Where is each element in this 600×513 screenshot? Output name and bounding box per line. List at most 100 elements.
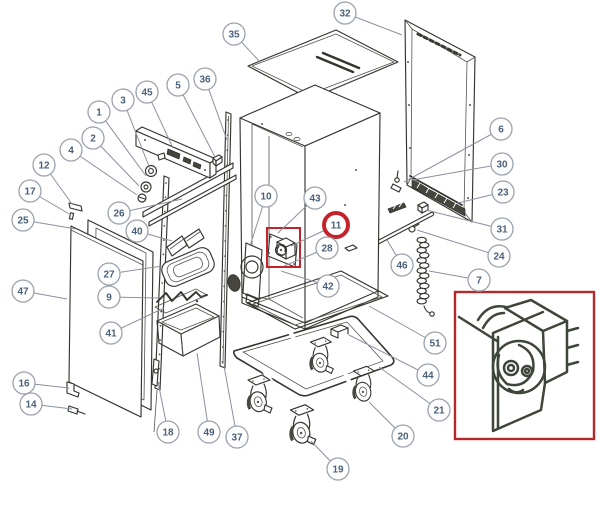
svg-text:45: 45 — [141, 88, 153, 99]
svg-text:12: 12 — [38, 161, 50, 172]
svg-text:1: 1 — [96, 108, 102, 119]
svg-text:28: 28 — [321, 244, 333, 255]
callout-46: 46 — [390, 253, 414, 277]
callout-18: 18 — [156, 420, 180, 444]
part-caster-left — [246, 373, 273, 415]
svg-text:11: 11 — [331, 221, 342, 232]
callout-43: 43 — [303, 186, 327, 210]
svg-text:9: 9 — [106, 293, 112, 304]
svg-text:18: 18 — [162, 428, 174, 439]
part-drawer-pan — [156, 303, 221, 357]
svg-text:3: 3 — [120, 96, 126, 107]
callout-47: 47 — [11, 279, 35, 303]
callout-4: 4 — [59, 138, 83, 162]
part-knob-2 — [140, 181, 152, 193]
svg-text:25: 25 — [17, 216, 29, 227]
svg-text:32: 32 — [339, 9, 351, 20]
callout-25: 25 — [11, 208, 35, 232]
svg-text:21: 21 — [433, 406, 445, 417]
svg-text:35: 35 — [228, 30, 240, 41]
callout-35: 35 — [222, 22, 246, 46]
svg-text:23: 23 — [497, 188, 509, 199]
callout-40: 40 — [125, 219, 149, 243]
part-pin-17 — [68, 212, 75, 220]
part-small-hardware — [387, 201, 429, 233]
callout-51: 51 — [423, 331, 447, 355]
svg-text:49: 49 — [203, 428, 215, 439]
callout-19: 19 — [326, 457, 350, 481]
part-control-panel — [135, 126, 223, 203]
part-top-rails — [142, 162, 237, 227]
part-bracket-14 — [67, 405, 79, 415]
callout-17: 17 — [18, 179, 42, 203]
callout-28: 28 — [315, 236, 339, 260]
callout-3: 3 — [111, 88, 135, 112]
svg-text:41: 41 — [105, 329, 117, 340]
svg-text:27: 27 — [103, 270, 115, 281]
part-knob-1 — [144, 164, 158, 178]
part-bumper-frame — [233, 315, 395, 397]
callout-24: 24 — [487, 244, 511, 268]
svg-text:31: 31 — [496, 225, 508, 236]
callout-16: 16 — [12, 371, 36, 395]
callout-20: 20 — [391, 424, 415, 448]
part-hinge-12 — [68, 202, 83, 212]
svg-text:4: 4 — [68, 146, 74, 157]
callout-1: 1 — [87, 100, 111, 124]
svg-text:7: 7 — [476, 276, 482, 287]
callout-12: 12 — [32, 153, 56, 177]
leader-lines — [22, 12, 504, 470]
svg-text:20: 20 — [397, 432, 409, 443]
callout-11: 11 — [322, 211, 350, 239]
callout-2: 2 — [81, 126, 105, 150]
part-strip-30 — [409, 175, 463, 206]
callout-10: 10 — [254, 184, 278, 208]
svg-text:42: 42 — [322, 282, 334, 293]
callout-36: 36 — [193, 67, 217, 91]
svg-text:40: 40 — [131, 227, 143, 238]
svg-text:17: 17 — [24, 187, 36, 198]
svg-text:30: 30 — [496, 160, 508, 171]
inset-fan-art — [457, 298, 580, 433]
svg-text:36: 36 — [199, 75, 211, 86]
callout-31: 31 — [490, 217, 514, 241]
part-fan-assembly — [267, 233, 298, 268]
part-gasket-coil — [416, 236, 435, 317]
svg-text:5: 5 — [175, 81, 181, 92]
callout-14: 14 — [19, 392, 43, 416]
part-caster-front — [288, 403, 317, 447]
svg-text:10: 10 — [260, 192, 272, 203]
svg-text:24: 24 — [493, 252, 505, 263]
svg-text:2: 2 — [90, 134, 96, 145]
part-door-frame — [390, 19, 476, 223]
artwork — [66, 19, 476, 447]
part-top-lid — [247, 29, 399, 100]
svg-text:6: 6 — [498, 125, 504, 136]
svg-text:19: 19 — [332, 465, 344, 476]
callout-32: 32 — [333, 1, 357, 25]
callout-30: 30 — [490, 152, 514, 176]
callout-5: 5 — [166, 73, 190, 97]
svg-text:16: 16 — [18, 379, 30, 390]
part-gasket-strip-23 — [411, 179, 466, 217]
svg-text:47: 47 — [17, 287, 29, 298]
svg-text:43: 43 — [309, 194, 321, 205]
callout-23: 23 — [491, 180, 515, 204]
callout-27: 27 — [97, 262, 121, 286]
inset-fan-detail — [453, 290, 596, 441]
part-corner-bracket-6 — [390, 170, 402, 193]
callout-9: 9 — [97, 285, 121, 309]
part-blower-housing — [227, 242, 358, 308]
part-shelf-slides — [166, 228, 205, 257]
callout-45: 45 — [135, 80, 159, 104]
svg-text:37: 37 — [231, 433, 243, 444]
svg-text:51: 51 — [429, 339, 441, 350]
part-caster-rear — [309, 335, 334, 376]
callout-42: 42 — [316, 274, 340, 298]
svg-text:26: 26 — [113, 209, 125, 220]
part-water-pan — [161, 247, 215, 287]
part-caster-right — [352, 364, 376, 405]
part-heating-element — [154, 288, 208, 314]
callout-49: 49 — [197, 420, 221, 444]
